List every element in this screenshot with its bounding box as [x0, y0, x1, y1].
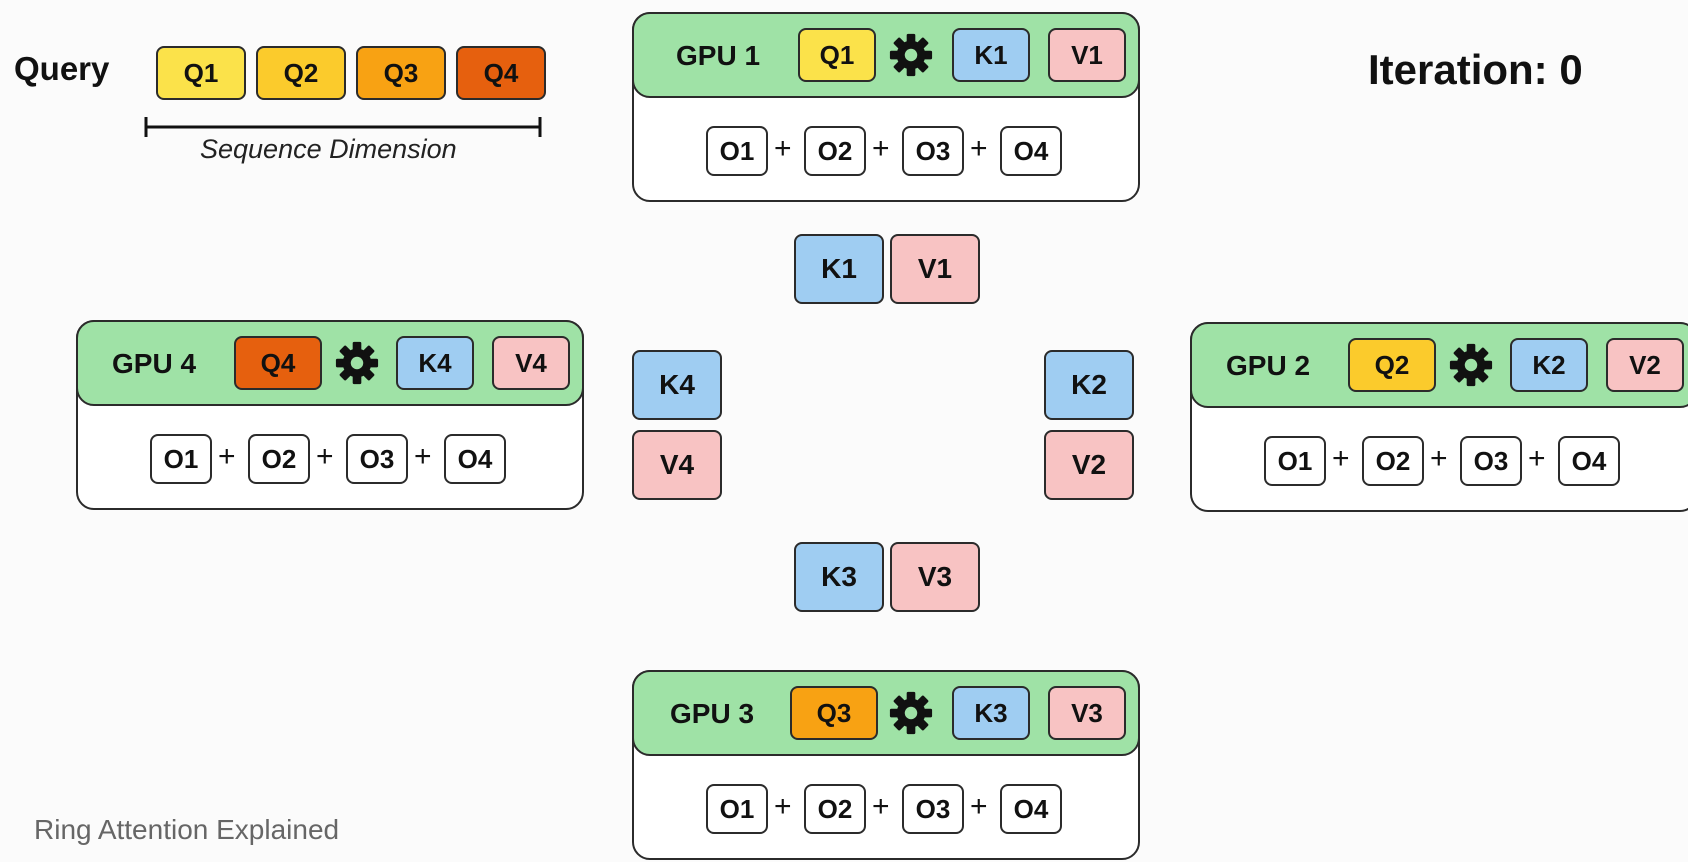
- gpu-1-value-block: V1: [1048, 28, 1126, 82]
- gpu-4-plus-1: +: [218, 440, 236, 473]
- transit-right-value: V2: [1044, 430, 1134, 500]
- gear-icon: [1449, 343, 1493, 387]
- transit-left-value: V4: [632, 430, 722, 500]
- gpu-1-plus-2: +: [872, 132, 890, 165]
- gpu-3-node: GPU 3 Q3 K3 V3 O1 + O2 + O3 + O4: [632, 670, 1140, 860]
- gpu-1-output-o3: O3: [902, 126, 964, 176]
- gpu-4-plus-2: +: [316, 440, 334, 473]
- gpu-4-query-block: Q4: [234, 336, 322, 390]
- gpu-2-plus-2: +: [1430, 442, 1448, 475]
- transit-top-key: K1: [794, 234, 884, 304]
- gear-icon: [335, 341, 379, 385]
- gpu-1-node: GPU 1 Q1 K1 V1 O1 + O2 + O3 + O4: [632, 12, 1140, 202]
- gpu-4-plus-3: +: [414, 440, 432, 473]
- transit-bottom-value: V3: [890, 542, 980, 612]
- gpu-2-query-block: Q2: [1348, 338, 1436, 392]
- gpu-2-value-block: V2: [1606, 338, 1684, 392]
- gpu-1-output-o1: O1: [706, 126, 768, 176]
- gpu-2-output-o2: O2: [1362, 436, 1424, 486]
- gpu-2-header: [1190, 322, 1688, 408]
- gpu-4-key-block: K4: [396, 336, 474, 390]
- gpu-4-output-o4: O4: [444, 434, 506, 484]
- gpu-1-plus-3: +: [970, 132, 988, 165]
- gpu-4-label: GPU 4: [112, 348, 197, 379]
- gpu-3-plus-3: +: [970, 790, 988, 823]
- query-token-q4: Q4: [456, 46, 546, 100]
- gpu-3-output-o3: O3: [902, 784, 964, 834]
- gpu-1-key-block: K1: [952, 28, 1030, 82]
- gpu-2-output-o1: O1: [1264, 436, 1326, 486]
- gpu-3-output-o1: O1: [706, 784, 768, 834]
- gpu-3-value-block: V3: [1048, 686, 1126, 740]
- gpu-4-output-o2: O2: [248, 434, 310, 484]
- gpu-1-label: GPU 1: [676, 40, 761, 71]
- gpu-2-plus-3: +: [1528, 442, 1546, 475]
- transit-top-value: V1: [890, 234, 980, 304]
- gpu-4-value-block: V4: [492, 336, 570, 390]
- gpu-2-output-o3: O3: [1460, 436, 1522, 486]
- transit-right-key: K2: [1044, 350, 1134, 420]
- gpu-3-query-block: Q3: [790, 686, 878, 740]
- gpu-4-output-o3: O3: [346, 434, 408, 484]
- query-token-q3: Q3: [356, 46, 446, 100]
- gpu-3-plus-2: +: [872, 790, 890, 823]
- gpu-3-key-block: K3: [952, 686, 1030, 740]
- gpu-2-label: GPU 2: [1226, 350, 1311, 381]
- gpu-2-key-block: K2: [1510, 338, 1588, 392]
- iteration-counter: Iteration: 0: [1368, 46, 1583, 93]
- gpu-1-query-block: Q1: [798, 28, 876, 82]
- query-token-q2: Q2: [256, 46, 346, 100]
- gpu-1-output-o2: O2: [804, 126, 866, 176]
- gpu-4-output-o1: O1: [150, 434, 212, 484]
- gpu-2-plus-1: +: [1332, 442, 1350, 475]
- sequence-dimension-label: Sequence Dimension: [200, 134, 457, 164]
- footer-caption: Ring Attention Explained: [34, 814, 340, 845]
- gpu-2-node: GPU 2 Q2 K2 V2 O1 + O2 + O3 + O4: [1190, 322, 1688, 512]
- query-token-q1: Q1: [156, 46, 246, 100]
- gpu-3-plus-1: +: [774, 790, 792, 823]
- gpu-2-output-o4: O4: [1558, 436, 1620, 486]
- gpu-3-label: GPU 3: [670, 698, 755, 729]
- gpu-1-plus-1: +: [774, 132, 792, 165]
- gpu-4-node: GPU 4 Q4 K4 V4 O1 + O2 + O3 + O4: [76, 320, 584, 510]
- query-label: Query: [14, 50, 110, 87]
- gear-icon: [889, 33, 933, 77]
- gpu-1-output-o4: O4: [1000, 126, 1062, 176]
- transit-left-key: K4: [632, 350, 722, 420]
- gpu-3-output-o4: O4: [1000, 784, 1062, 834]
- transit-bottom-key: K3: [794, 542, 884, 612]
- gpu-3-output-o2: O2: [804, 784, 866, 834]
- sequence-dimension-axis: [144, 117, 542, 137]
- gear-icon: [889, 691, 933, 735]
